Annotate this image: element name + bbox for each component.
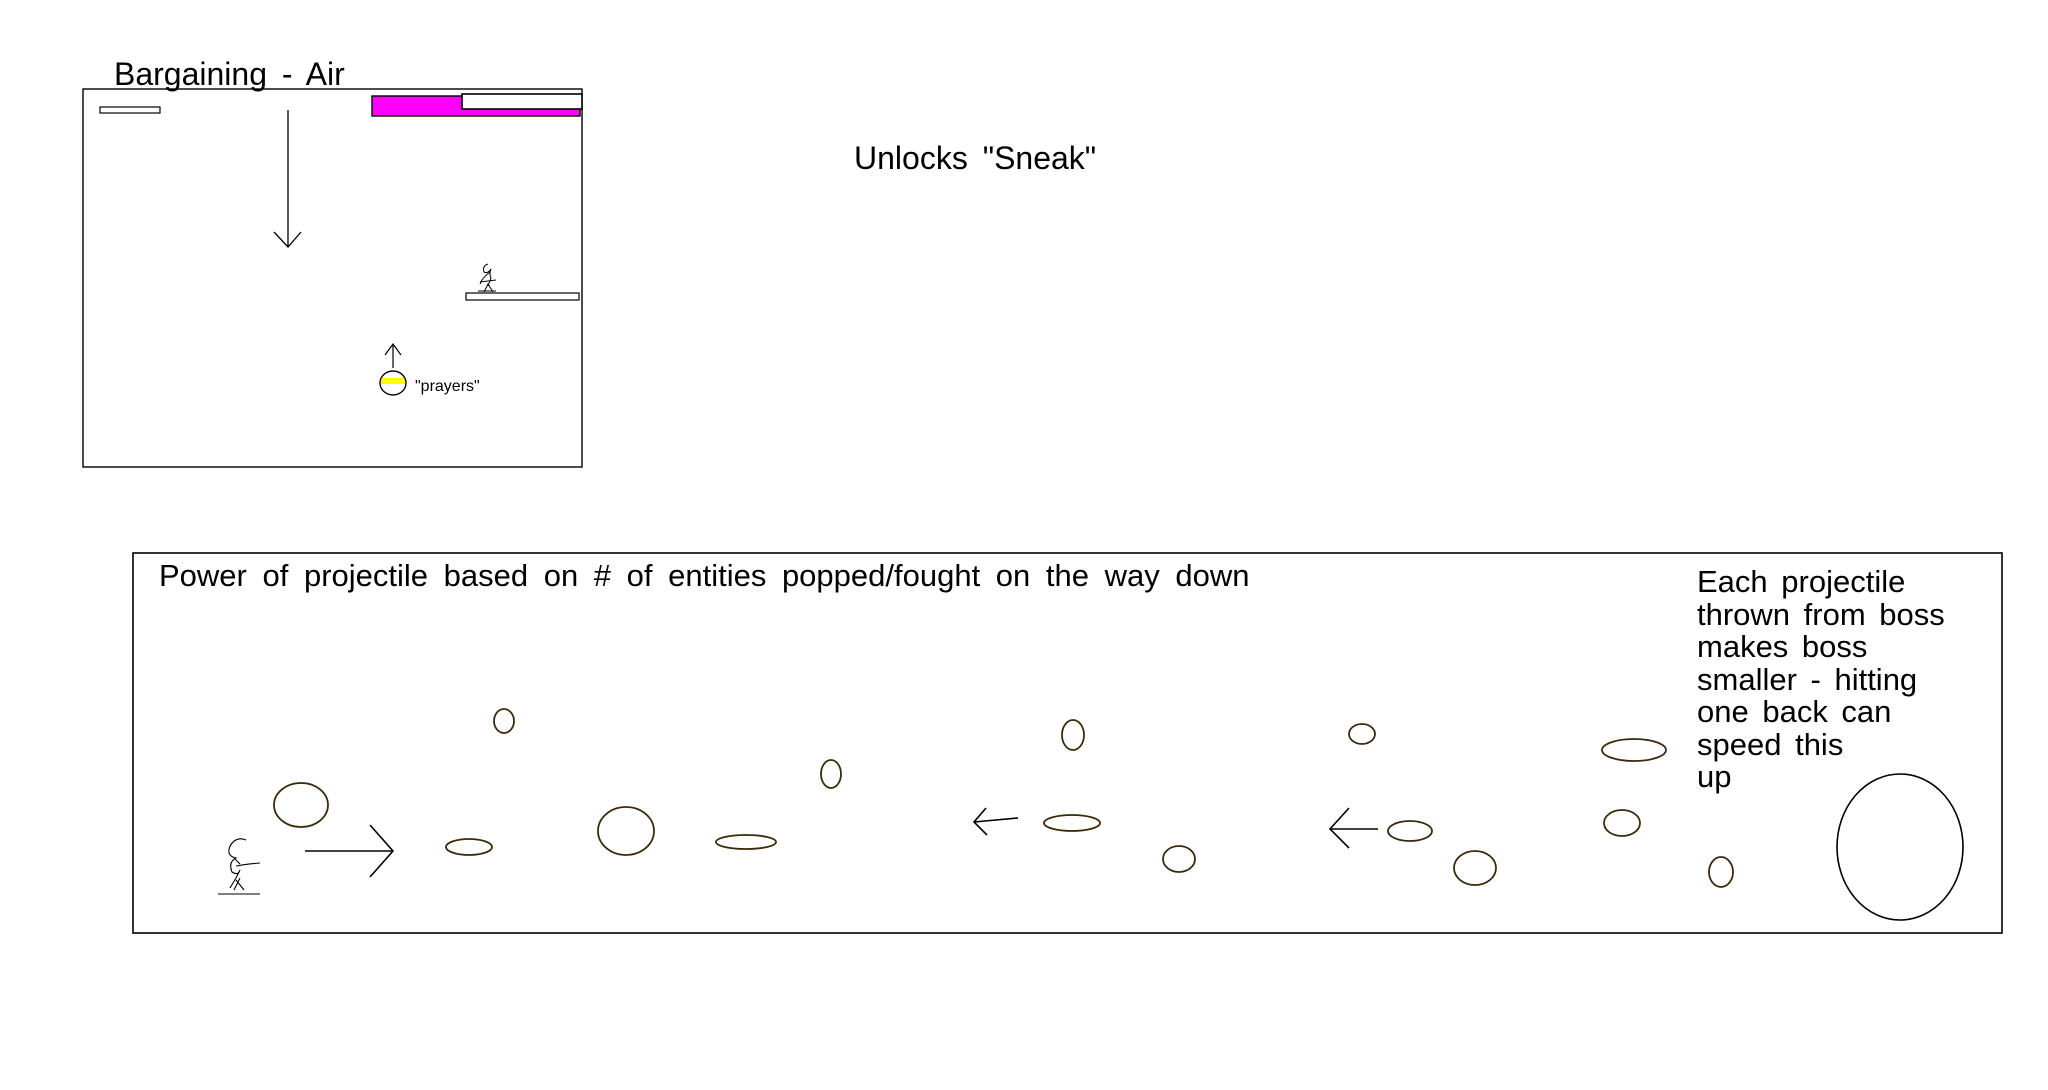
projectile-orb <box>1601 738 1667 762</box>
projectile-orb <box>1603 809 1641 837</box>
projectile-orb <box>715 834 777 850</box>
power-heading: Power of projectile based on # of entiti… <box>159 558 1250 593</box>
projectile-orb <box>445 838 493 856</box>
ledge-platform <box>465 292 580 301</box>
top-panel-frame <box>82 88 583 468</box>
stick-figure-icon <box>478 263 497 293</box>
projectile-orb <box>493 708 515 734</box>
arrow-up-icon <box>384 342 402 368</box>
bottom-panel-frame <box>132 552 2003 934</box>
unlock-text: Unlocks "Sneak" <box>854 140 1097 176</box>
projectile-orb <box>597 806 655 856</box>
health-bar <box>371 93 583 117</box>
projectile-orb <box>1708 856 1734 888</box>
projectile-orb <box>1348 723 1376 745</box>
projectile-orb <box>1387 820 1433 842</box>
arrow-left-icon <box>972 807 1019 836</box>
prayers-label: "prayers" <box>415 378 480 395</box>
stick-figure-icon <box>218 838 261 895</box>
boss-circle-icon <box>1836 773 1964 921</box>
projectile-orb <box>1043 814 1101 832</box>
page-title: Bargaining - Air <box>114 56 345 92</box>
projectile-orbs <box>273 708 1734 888</box>
projectile-orb <box>273 782 329 828</box>
small-platform <box>99 106 161 114</box>
projectile-orb <box>1061 719 1085 751</box>
arrow-down-icon <box>273 110 302 248</box>
arrow-right-icon <box>305 824 395 878</box>
projectile-orb <box>1453 850 1497 886</box>
projectile-orb <box>1162 845 1196 873</box>
boss-side-note: Each projectile thrown from boss makes b… <box>1697 564 1945 794</box>
prayer-bubble <box>379 370 407 396</box>
projectile-orb <box>820 759 842 789</box>
arrow-left-icon <box>1328 807 1378 849</box>
